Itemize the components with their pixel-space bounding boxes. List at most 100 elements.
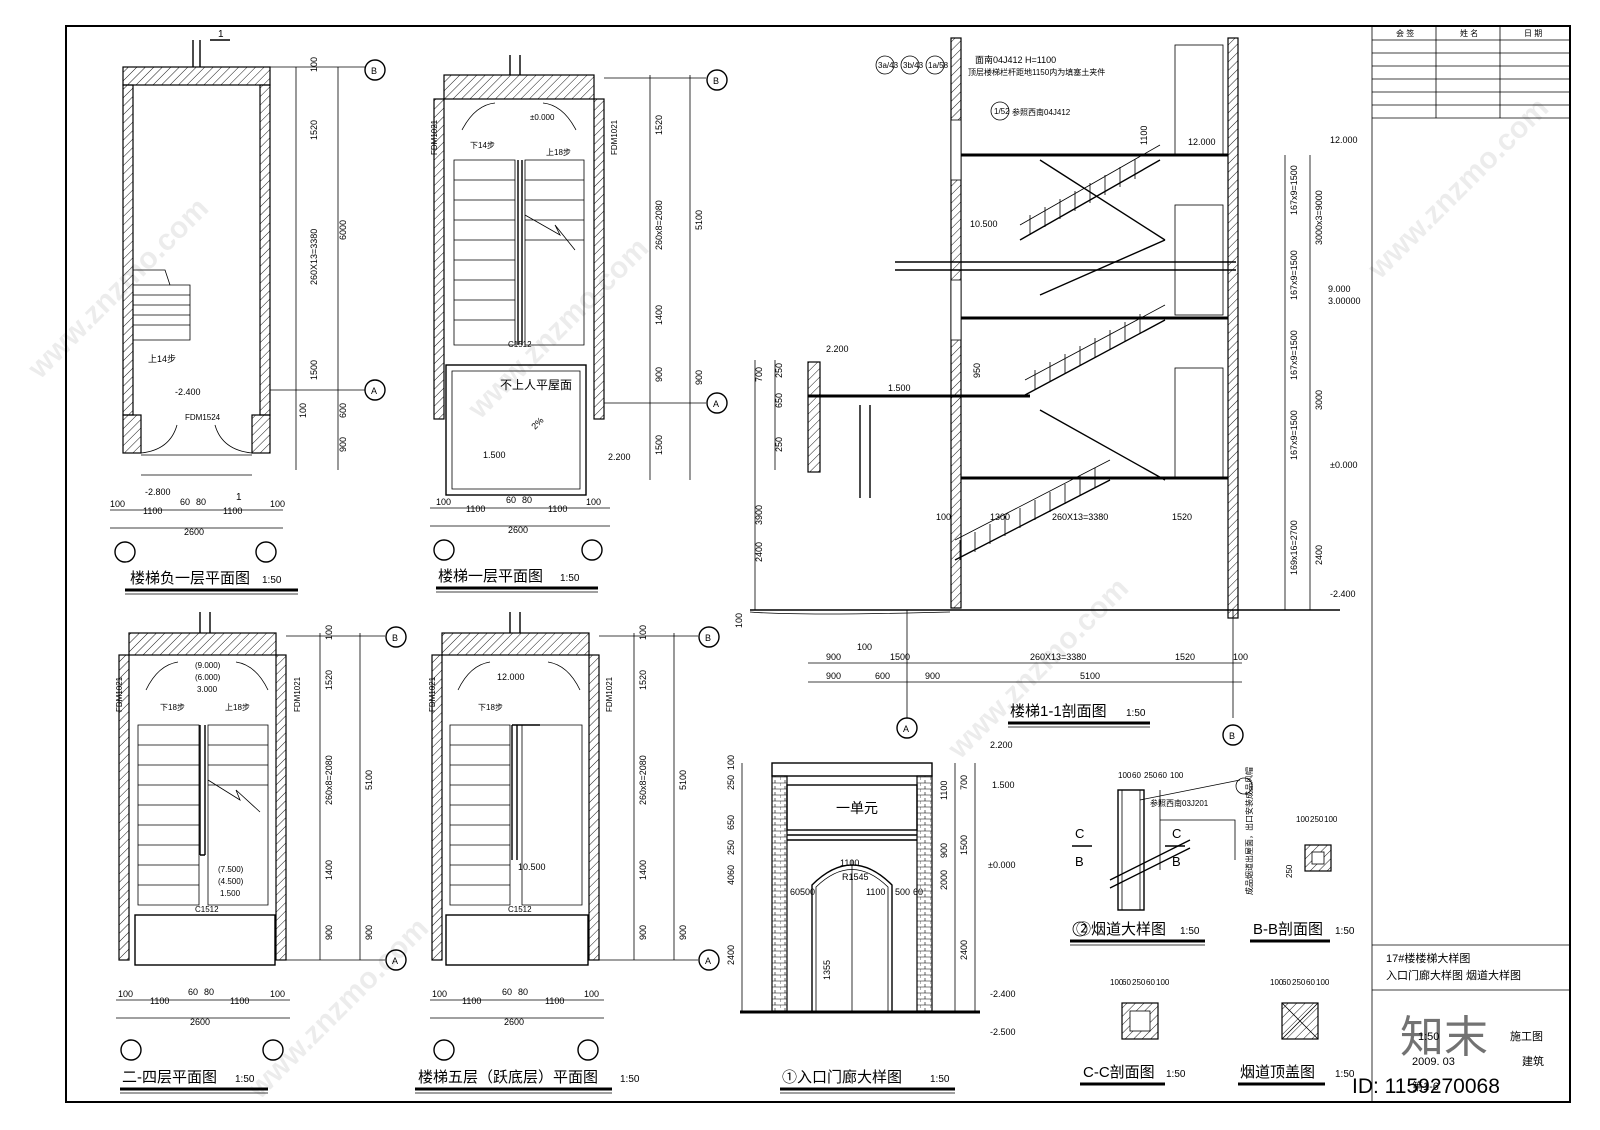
dim-b-0: 100 (436, 497, 451, 507)
dim-b-2: 60 (502, 987, 512, 997)
dim-top-2: 500 (800, 887, 815, 897)
window-code: C1512 (508, 340, 532, 349)
level-basement: -2.400 (175, 387, 201, 397)
dim-b-1: 1100 (466, 504, 485, 514)
callout-1: 3b/43 (903, 61, 924, 70)
dim-overall: 5100 (364, 770, 374, 790)
view-bb-section: 100 250 100 250 B-B剖面图 1:50 (1250, 815, 1355, 943)
wall-top (441, 632, 590, 656)
scale-typical-plan: 1:50 (235, 1074, 255, 1085)
dim-r-0: 700 (959, 775, 969, 790)
note-up: 上18步 (546, 148, 571, 157)
window-code: C1512 (508, 905, 532, 914)
dim-b-3: 80 (522, 495, 532, 505)
dim-bot1-1: 100 (857, 642, 872, 652)
dim-r-2: 900 (939, 843, 949, 858)
cap-dim-2: 250 (1292, 978, 1306, 987)
dim-l-4: 4060 (726, 865, 736, 885)
caption-bb: B-B剖面图 (1253, 921, 1323, 938)
dim-bot2-2: 900 (925, 671, 940, 681)
dim-r-1: 260x8=2080 (654, 200, 664, 250)
door-left-code: FDM1021 (115, 676, 124, 712)
level-r-3: 3.00000 (1328, 296, 1361, 306)
dim-b-3: 80 (196, 497, 206, 507)
dim-r-3: 1400 (324, 860, 334, 880)
dim-r-3b: 900 (694, 370, 704, 385)
dim-total: 2600 (508, 525, 528, 535)
level-mid-1: (4.500) (218, 877, 244, 886)
door-left-code: FDM1021 (428, 676, 437, 712)
caption-fifth-plan: 楼梯五层（跃底层）平面图 (418, 1069, 598, 1086)
wall-left (118, 654, 130, 961)
dim-r-5: 600 (338, 403, 348, 418)
dim-r-2: 260x8=2080 (638, 755, 648, 805)
view-entrance-detail: 一单元 R1545 1355 1100 60 500 1100 500 60 1… (726, 740, 1016, 1094)
tb-header-date: 日 期 (1524, 29, 1542, 38)
view-flue-cap: 100 60 250 60 100 烟道顶盖图 1:50 (1238, 978, 1355, 1086)
note-rail-height: 面南04J412 H=1100 (975, 54, 1056, 65)
watermark-layer: www.znzmo.com www.znzmo.com www.znzmo.co… (21, 92, 1555, 1106)
unit-sign: 一单元 (836, 800, 878, 816)
dim-r-4b: 900 (364, 925, 374, 940)
axis-bubble (433, 539, 455, 561)
dim-b-5: 100 (270, 989, 285, 999)
dim-r-3: 900 (654, 367, 664, 382)
dim-r-5: 169x16=2700 (1289, 520, 1299, 575)
tb-date: 2009. 03 (1412, 1056, 1455, 1068)
level-outside: -2.800 (145, 487, 171, 497)
level-r-9: 9.000 (1328, 284, 1351, 294)
wall-top (128, 632, 277, 656)
dim-r-1: 1520 (638, 670, 648, 690)
dim-door-height: 1355 (822, 960, 832, 980)
door-right-code: FDM1021 (605, 676, 614, 712)
inner-dim-1300: 1300 (990, 512, 1010, 522)
window-code: C1512 (195, 905, 219, 914)
tb-stage: 施工图 (1510, 1030, 1543, 1043)
wall-top (443, 74, 595, 100)
dim-r-2: 167x9=1500 (1289, 250, 1299, 300)
wall-bottom-left (122, 414, 142, 454)
callout-bubble (875, 55, 895, 75)
dim-l-5: 2400 (726, 945, 736, 965)
dim-bot1-5: 100 (1233, 652, 1248, 662)
dim-total: 2600 (190, 1017, 210, 1027)
wall-right (259, 84, 271, 416)
dim-b-5: 100 (270, 499, 285, 509)
note-down: 下18步 (160, 703, 185, 712)
dim-r-1: 1520 (324, 670, 334, 690)
axis-label-A: A (903, 724, 909, 734)
axis-bubble (120, 1039, 142, 1061)
cap-dim-4: 100 (1316, 978, 1330, 987)
title-block: 会 签 姓 名 日 期 17#楼楼梯大样图 入口门廊大样图 烟道大样图 1:50… (1371, 26, 1570, 1102)
dim-l-1: 250 (774, 363, 784, 378)
dim-r-0: 1520 (654, 115, 664, 135)
dim-r-2: 260x8=2080 (324, 755, 334, 805)
dim-r-0: 100 (324, 625, 334, 640)
flue-note-cap: 成品烟道出屋面，出口安装成品风帽 (1244, 767, 1254, 895)
axis-label-B: B (713, 76, 719, 86)
dim-r-1: 1100 (939, 781, 949, 800)
caption-flue-cap: 烟道顶盖图 (1240, 1064, 1315, 1081)
axis-bubble (114, 541, 136, 563)
view-section-1-1: 面南04J412 H=1100 顶层楼梯栏杆距地1150内为填塞土夹件 参照西南… (734, 37, 1361, 746)
dim-r-1: 3000x3=9000 (1314, 190, 1324, 245)
caption-typical-plan: 二-四层平面图 (122, 1069, 217, 1086)
cap-dim-1: 60 (1282, 978, 1291, 987)
scale-flue: 1:50 (1180, 926, 1200, 937)
axis-bubble-A (706, 392, 728, 414)
watermark-site-3: www.znzmo.com (941, 572, 1135, 766)
caption-flue: ②烟道大样图 (1076, 921, 1166, 938)
bb-dim-1: 250 (1310, 815, 1324, 824)
axis-label-B: B (1229, 731, 1235, 741)
axis-bubble-A (896, 717, 918, 739)
axis-label-B: B (705, 633, 711, 643)
dim-l-3: 250 (726, 840, 736, 855)
note-up: 上18步 (225, 703, 250, 712)
dim-bot1-4: 1520 (1175, 652, 1195, 662)
view-ground-plan: ±0.000 下14步 上18步 FDM1021 FDM1021 C1512 不… (430, 55, 728, 593)
dim-l-3: 250 (774, 437, 784, 452)
axis-bubble-B (385, 626, 407, 648)
dim-l-0: 700 (754, 367, 764, 382)
watermark-site-5: www.znzmo.com (1361, 92, 1555, 286)
